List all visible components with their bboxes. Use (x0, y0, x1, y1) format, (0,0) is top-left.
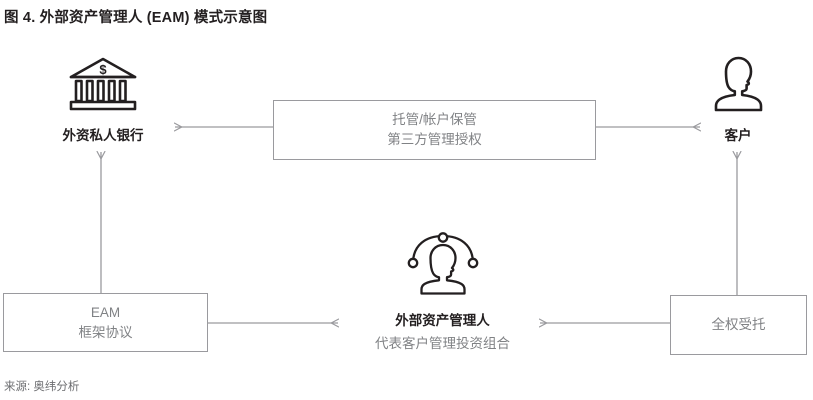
box-custody-mandate: 托管/帐户保管 第三方管理授权 (273, 100, 596, 160)
node-client: 客户 (688, 55, 788, 144)
node-label-client: 客户 (724, 128, 752, 143)
box-custody-line-1: 托管/帐户保管 (392, 112, 477, 128)
bank-building-dollar-icon: $ (66, 55, 140, 118)
svg-text:$: $ (99, 62, 107, 77)
box-eam-framework-agreement: EAM 框架协议 (3, 293, 208, 352)
node-external-asset-manager: 外部资产管理人 代表客户管理投资组合 (355, 232, 530, 352)
node-foreign-private-bank: $ 外资私人银行 (47, 55, 159, 144)
node-sublabel-external-asset-manager: 代表客户管理投资组合 (375, 336, 510, 351)
node-label-foreign-private-bank: 外资私人银行 (62, 128, 144, 143)
box-discretionary-line-1: 全权受托 (711, 317, 766, 333)
box-discretionary-mandate: 全权受托 (670, 295, 807, 355)
box-eam-agreement-line-2: 框架协议 (78, 324, 133, 340)
page-title: 图 4. 外部资产管理人 (EAM) 模式示意图 (4, 10, 268, 26)
source-note: 来源: 奥纬分析 (4, 381, 80, 393)
node-label-external-asset-manager: 外部资产管理人 (395, 313, 490, 328)
person-network-icon (397, 232, 489, 303)
box-custody-line-2: 第三方管理授权 (387, 132, 482, 147)
box-eam-agreement-line-1: EAM (90, 304, 121, 320)
person-silhouette-icon (710, 55, 766, 118)
